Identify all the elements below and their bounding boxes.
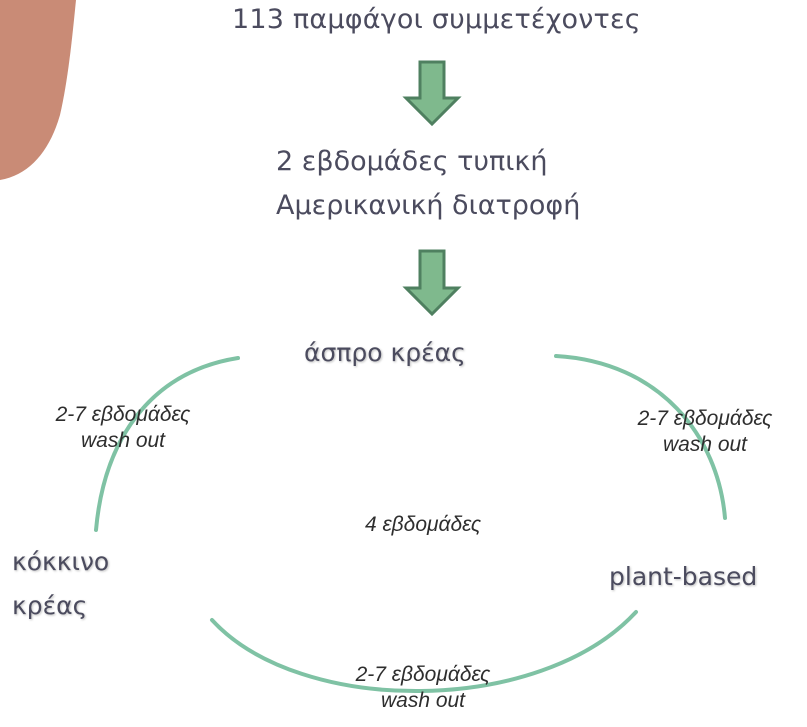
washout-right-line2: wash out [600, 432, 807, 458]
center-duration-label: 4 εβδομάδες [318, 512, 528, 538]
baseline-line2: Αμερικανική διατροφή [276, 184, 580, 228]
washout-right: 2-7 εβδομάδες wash out [600, 406, 807, 458]
node-plant-based: plant-based [609, 562, 757, 591]
washout-left-line2: wash out [18, 428, 228, 454]
down-arrow-icon [406, 62, 458, 124]
decorative-blob [0, 0, 76, 180]
node-white-meat: άσπρο κρέας [304, 338, 466, 367]
washout-left-line1: 2-7 εβδομάδες [18, 402, 228, 428]
node-red-meat: κόκκινο κρέας [12, 540, 109, 628]
down-arrow-icon [406, 251, 458, 314]
node-red-meat-line2: κρέας [12, 584, 109, 628]
baseline-line1: 2 εβδομάδες τυπική [276, 140, 580, 184]
participants-label: 113 παμφάγοι συμμετέχοντες [232, 4, 641, 35]
washout-left: 2-7 εβδομάδες wash out [18, 402, 228, 454]
washout-bottom-line1: 2-7 εβδομάδες [318, 662, 528, 688]
node-red-meat-line1: κόκκινο [12, 540, 109, 584]
washout-bottom: 2-7 εβδομάδες wash out [318, 662, 528, 714]
washout-bottom-line2: wash out [318, 688, 528, 714]
washout-right-line1: 2-7 εβδομάδες [600, 406, 807, 432]
baseline-diet: 2 εβδομάδες τυπική Αμερικανική διατροφή [276, 140, 580, 228]
